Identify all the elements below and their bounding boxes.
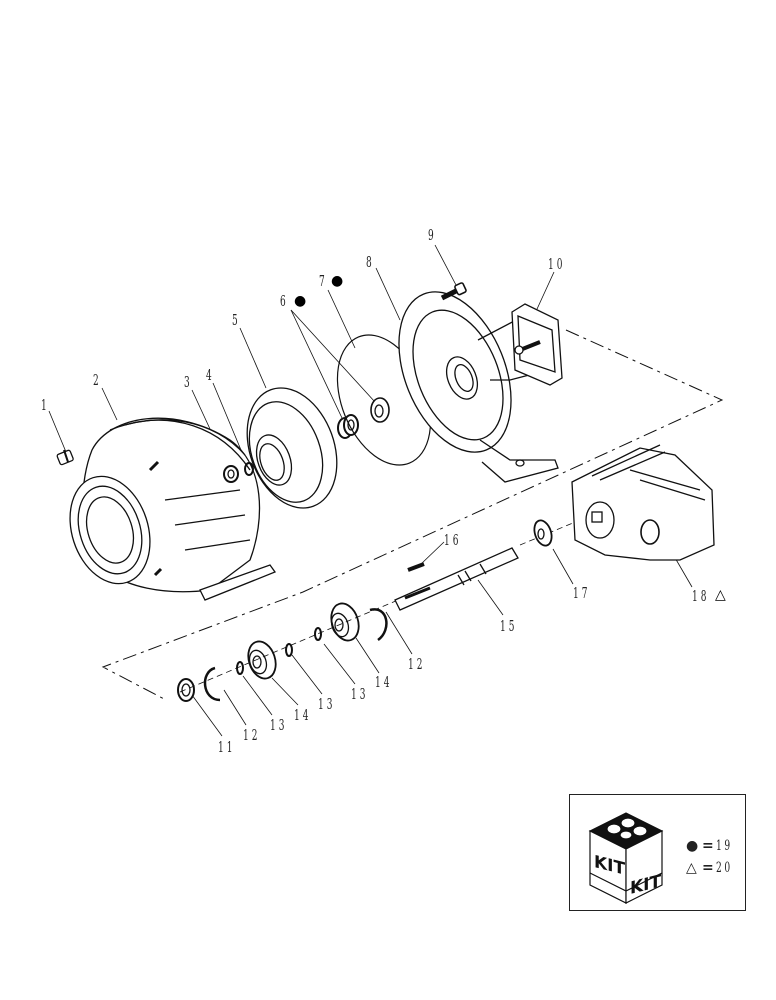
kit-20-marker-icon: △ — [715, 587, 726, 603]
callout-4: 4 — [206, 366, 215, 384]
part-3-nut — [223, 465, 239, 483]
part-13-ring-b — [285, 643, 293, 657]
part-8-bracket — [398, 291, 559, 483]
callout-7: 7 — [319, 272, 328, 290]
callout-8: 8 — [366, 253, 375, 271]
kit-legend-entry-19: ●=19 — [686, 839, 742, 853]
callout-12b: 12 — [408, 655, 426, 673]
part-18-gear-pump — [571, 444, 715, 561]
kit-legend-box: KIT KIT ●=19 △ =20 — [569, 794, 746, 911]
part-15-shaft — [394, 547, 519, 611]
equals-sign: = — [702, 860, 714, 876]
callout-14a: 14 — [294, 706, 312, 724]
part-4-washer — [244, 462, 254, 476]
callout-1: 1 — [41, 396, 50, 414]
kit-box-icon: KIT KIT — [588, 812, 664, 904]
kit-19-marker-icon: ● — [294, 293, 307, 309]
part-12-retaining-ring-a — [203, 666, 221, 702]
part-11-washer — [177, 678, 195, 702]
part-1-plug — [56, 449, 74, 466]
leader-lines — [48, 244, 693, 737]
callout-14b: 14 — [375, 673, 393, 691]
callout-9: 9 — [428, 226, 437, 244]
assembly-dashed-outline — [101, 329, 724, 701]
callout-6: 6 — [280, 292, 289, 310]
kit-number: 19 — [715, 838, 733, 854]
triangle-icon: △ — [686, 860, 697, 876]
callout-13b: 13 — [318, 695, 336, 713]
callout-5: 5 — [232, 311, 241, 329]
filled-circle-icon: ● — [686, 838, 699, 854]
part-12-retaining-ring-b — [369, 608, 388, 642]
kit-legend-entry-20: △ =20 — [686, 861, 742, 875]
callout-3: 3 — [184, 373, 193, 391]
callout-18: 18 — [692, 587, 710, 605]
equals-sign: = — [702, 838, 714, 854]
part-16-key — [407, 562, 425, 572]
callout-15: 15 — [500, 617, 518, 635]
callout-13a: 13 — [270, 716, 288, 734]
part-10-flange — [511, 303, 563, 386]
part-9-bolt — [440, 282, 467, 301]
callout-2: 2 — [93, 371, 102, 389]
part-13-ring-a — [236, 661, 244, 675]
part-14-bearing-b — [330, 602, 360, 642]
callout-16: 16 — [444, 531, 462, 549]
part-5-impeller — [246, 387, 338, 509]
callout-11: 11 — [218, 738, 236, 756]
part-13-ring-c — [314, 627, 322, 641]
part-17-spacer — [533, 519, 553, 547]
callout-12a: 12 — [243, 726, 261, 744]
kit-19-marker-icon: ● — [331, 273, 344, 289]
callout-13c: 13 — [351, 685, 369, 703]
callout-10: 10 — [548, 255, 566, 273]
kit-number: 20 — [715, 860, 733, 876]
part-14-bearing-a — [247, 640, 277, 680]
callout-17: 17 — [573, 584, 591, 602]
part-2-pump-housing — [69, 417, 277, 601]
